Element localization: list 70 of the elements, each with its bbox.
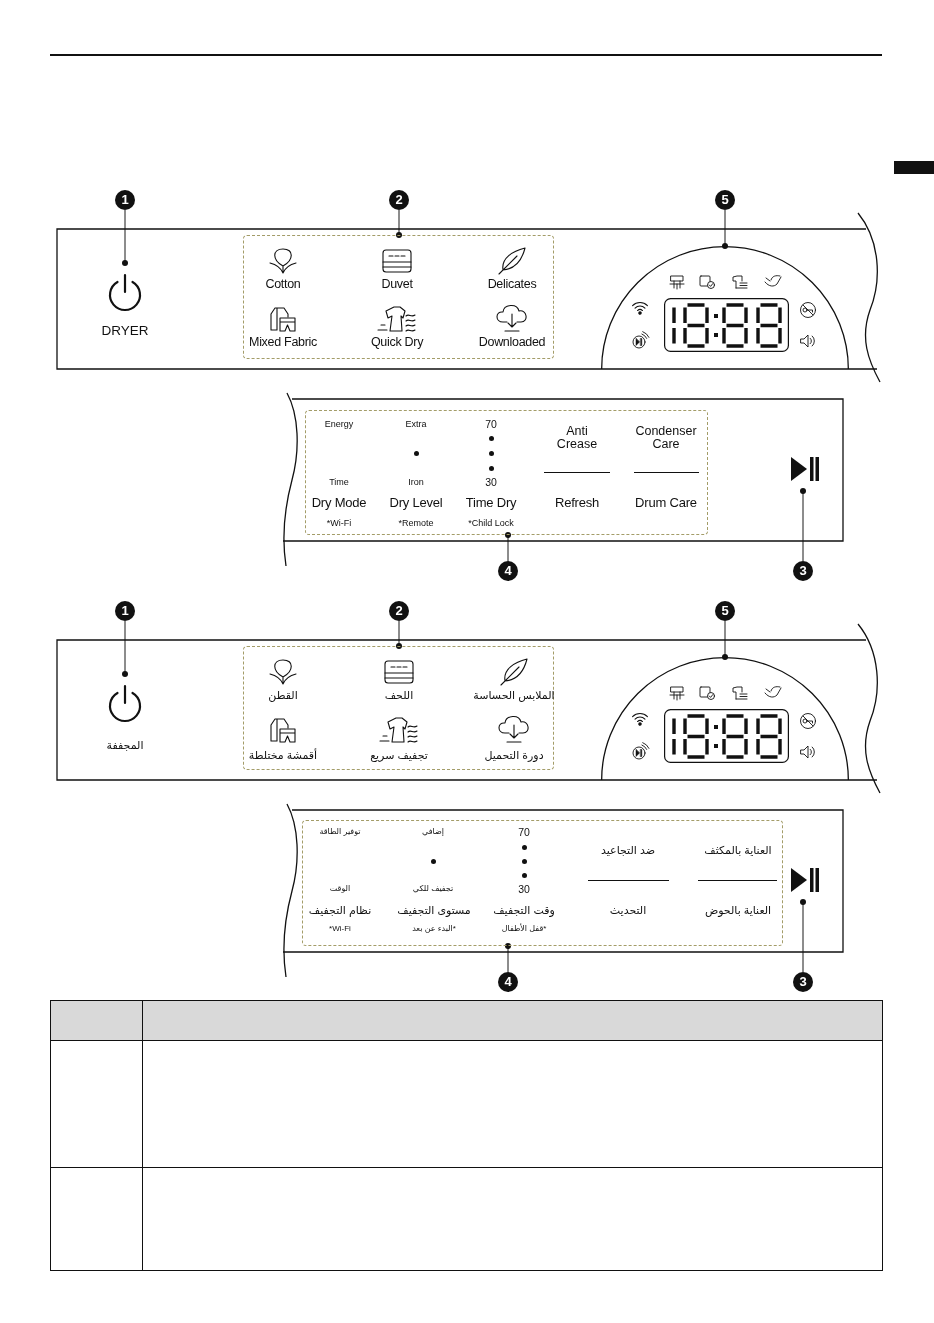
button-label: وقت التجفيف (493, 903, 555, 917)
option-label: توفير الطاقة (319, 827, 361, 837)
program-group (243, 235, 554, 359)
option-label: Time (329, 476, 349, 488)
program-label: تجفيف سريع (370, 748, 428, 762)
secondary-label: *البدء عن بعد (412, 924, 456, 934)
button-label: مستوى التجفيف (397, 903, 471, 917)
button-group (305, 410, 708, 535)
button-label: العناية بالحوض (704, 903, 772, 917)
scale-label: 70 (518, 825, 530, 839)
button-label: ضد التجاعيد (601, 843, 655, 857)
option-label: الوقت (329, 884, 351, 894)
leader-line (396, 209, 402, 238)
program-label: أقمشة مختلطة (248, 748, 318, 762)
button-label: Refresh (554, 495, 600, 511)
button-label: Anti Crease (556, 424, 598, 452)
button-label: نظام التجفيف (308, 903, 372, 917)
program-label: Downloaded (478, 334, 546, 350)
button-label: العناية بالمكثف (704, 843, 772, 857)
leader-line (800, 488, 806, 562)
leader-line (505, 943, 511, 973)
leader-line (122, 620, 128, 677)
leader-line (396, 620, 402, 649)
callout-number: 3 (793, 972, 813, 992)
program-label: Cotton (265, 276, 301, 292)
button-label: Time Dry (465, 495, 517, 511)
callout-number: 5 (715, 601, 735, 621)
scale-label: 30 (485, 475, 497, 489)
scale-label: 70 (485, 417, 497, 431)
program-group (243, 646, 554, 770)
callout-number: 1 (115, 601, 135, 621)
option-label: Extra (405, 418, 427, 430)
callout-number: 3 (793, 561, 813, 581)
button-group (302, 820, 783, 946)
option-label: Energy (324, 418, 354, 430)
program-label: Mixed Fabric (249, 334, 317, 350)
callout-number: 4 (498, 561, 518, 581)
callout-number: 5 (715, 190, 735, 210)
leader-line (722, 209, 728, 249)
leader-line (800, 899, 806, 973)
option-label: إضافي (422, 827, 444, 837)
program-label: الملابس الحساسة (473, 688, 555, 702)
secondary-label: *قفل الأطفال (501, 924, 547, 934)
secondary-label: *Remote (398, 517, 434, 529)
button-label: المجففة (106, 738, 144, 752)
leader-line (505, 532, 511, 562)
secondary-label: *Wi-Fi (329, 924, 351, 934)
scale-label: 30 (518, 882, 530, 896)
leader-line (122, 209, 128, 266)
button-label: Dry Mode (311, 495, 367, 511)
callout-number: 2 (389, 601, 409, 621)
program-label: Duvet (381, 276, 413, 292)
button-label: التحديث (609, 903, 647, 917)
option-label: Iron (408, 476, 424, 488)
program-label: دورة التحميل (484, 748, 544, 762)
button-label: Drum Care (635, 495, 697, 511)
callout-number: 4 (498, 972, 518, 992)
callout-number: 1 (115, 190, 135, 210)
program-label: Delicates (487, 276, 537, 292)
option-label: تجفيف للكي (412, 884, 454, 894)
callout-number: 2 (389, 190, 409, 210)
program-label: Quick Dry (370, 334, 424, 350)
secondary-label: *Wi-Fi (326, 517, 352, 529)
button-label: DRYER (101, 323, 149, 339)
leader-line (722, 620, 728, 660)
program-label: القطن (268, 688, 298, 702)
secondary-label: *Child Lock (468, 517, 514, 529)
program-label: اللحف (384, 688, 414, 702)
button-label: Dry Level (389, 495, 443, 511)
button-label: Condenser Care (635, 424, 697, 452)
